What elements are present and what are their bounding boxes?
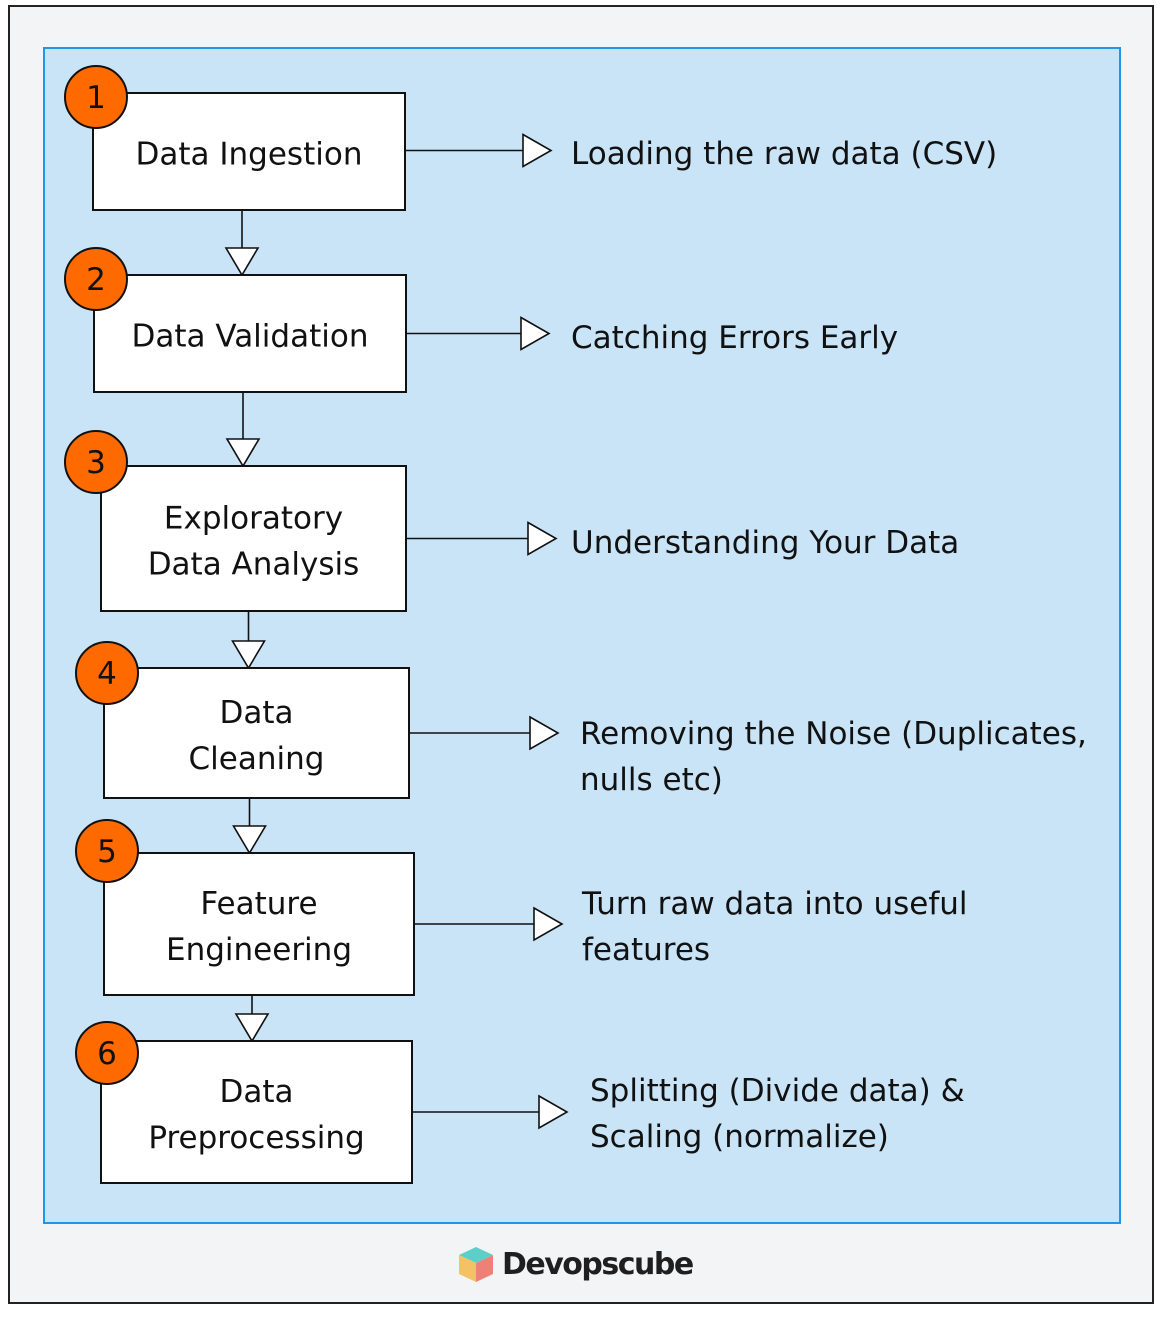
right-arrow-icon <box>522 133 553 168</box>
step-box <box>92 92 406 211</box>
diagram-panel <box>43 47 1121 1224</box>
step-title: Engineering <box>166 932 352 968</box>
step-number-badge <box>75 819 139 883</box>
right-arrow-icon <box>527 521 558 556</box>
step-number-badge <box>64 247 128 311</box>
step-box <box>93 274 407 393</box>
right-arrow-icon <box>520 316 551 351</box>
step-description: nulls etc) <box>580 762 723 798</box>
right-arrow-icon <box>529 715 560 751</box>
cube-icon <box>459 1247 493 1282</box>
down-arrow-icon <box>231 640 266 670</box>
step-number-badge <box>64 430 128 494</box>
step-title: Data Validation <box>132 319 369 355</box>
step-description: Catching Errors Early <box>571 320 898 356</box>
step-number-badge <box>64 65 128 129</box>
right-arrow-icon <box>538 1094 569 1130</box>
step-description: Splitting (Divide data) & <box>590 1073 965 1109</box>
step-number: 3 <box>86 445 106 481</box>
brand-name: Devopscube <box>502 1246 694 1282</box>
right-arrow-icon <box>533 906 564 942</box>
step-number-badge <box>75 641 139 705</box>
down-arrow-icon <box>224 247 260 277</box>
step-box <box>103 852 415 996</box>
step-box <box>100 465 407 612</box>
step-title: Preprocessing <box>148 1120 364 1156</box>
step-number: 2 <box>86 262 106 298</box>
step-title: Cleaning <box>189 741 325 777</box>
step-title: Data Ingestion <box>136 137 363 173</box>
step-description: Turn raw data into useful <box>581 886 968 922</box>
step-title: Feature <box>200 886 317 922</box>
step-description: Removing the Noise (Duplicates, <box>580 716 1087 752</box>
step-number: 5 <box>97 834 117 870</box>
step-number-badge <box>75 1021 139 1085</box>
step-description: features <box>582 932 710 968</box>
step-box <box>100 1040 413 1184</box>
down-arrow-icon <box>234 1013 270 1043</box>
step-description: Loading the raw data (CSV) <box>571 136 997 172</box>
connectors <box>224 210 270 1043</box>
step-title: Data Analysis <box>148 547 360 583</box>
step-description: Understanding Your Data <box>571 525 959 561</box>
step-number: 6 <box>97 1036 117 1072</box>
step-title: Data <box>219 695 293 731</box>
down-arrow-icon <box>232 825 267 855</box>
down-arrow-icon <box>225 438 261 468</box>
step-title: Data <box>219 1074 293 1110</box>
footer-logo: Devopscube <box>456 1244 694 1284</box>
step-number: 4 <box>97 656 117 692</box>
step-title: Exploratory <box>164 501 343 537</box>
step-box <box>103 667 410 799</box>
step-number: 1 <box>86 80 106 116</box>
step-description: Scaling (normalize) <box>590 1119 889 1155</box>
